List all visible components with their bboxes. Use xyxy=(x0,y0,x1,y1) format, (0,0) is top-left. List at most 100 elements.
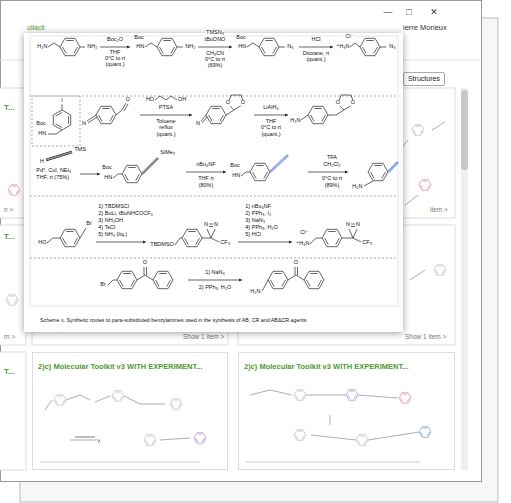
reagent-label: 3) NaN₃ xyxy=(245,218,265,224)
result-card: 2)c) Molecular Toolkit v3 WITH EXPERIMEN… xyxy=(32,352,228,470)
reagent-label: O xyxy=(226,100,231,106)
reagent-label: HN xyxy=(238,44,247,50)
reagent-label: N₃ xyxy=(287,44,294,50)
window-text: m > xyxy=(4,334,15,341)
window-text: T... xyxy=(4,368,15,376)
card-title: 2)c) Molecular Toolkit v3 WITH EXPERIMEN… xyxy=(38,363,222,371)
reagent-label: 2) BuLi, tBuNHCOCF₃ xyxy=(98,211,153,217)
reagent-label: CH₂Cl₂ xyxy=(323,162,341,168)
reagent-label: Cl⁻ xyxy=(345,34,354,40)
reagent-label: 4) TsCl xyxy=(98,225,116,231)
reagent-label: 0°C to rt xyxy=(205,57,226,63)
reagent-label: ⁺H₃N xyxy=(296,241,310,247)
result-card: 2)c) Molecular Toolkit v3 WITH EXPERIMEN… xyxy=(238,352,455,470)
reagent-label: 1) TBDMSCl xyxy=(98,204,129,210)
reagent-label: Br xyxy=(86,221,92,227)
reagent-label: N xyxy=(214,222,219,228)
reagent-label: CF₃ xyxy=(362,240,372,246)
reagent-label: H₂N xyxy=(290,118,301,124)
reagent-label: LiAlH₄ xyxy=(263,105,279,111)
reagent-label: Cl⁻ xyxy=(300,230,309,236)
reagent-label: H₂N xyxy=(250,289,261,295)
reagent-label: HO xyxy=(146,97,155,103)
scheme-caption: Scheme x. Synthetic routes to para-subst… xyxy=(40,318,306,323)
reagent-label: HO xyxy=(38,240,47,246)
reagent-label: tBuONO xyxy=(204,37,225,43)
reagent-label: (69%) xyxy=(207,63,222,69)
reagent-label: Boc₂O xyxy=(107,37,123,43)
reagent-label: O xyxy=(336,100,341,106)
reagent-label: Boc xyxy=(236,35,246,41)
window-text: T... xyxy=(4,233,15,241)
reagent-label: 2) PPh₃, I₂ xyxy=(245,211,271,217)
reagent-label: HN xyxy=(38,131,47,137)
card-title: 2)c) Molecular Toolkit v3 WITH EXPERIMEN… xyxy=(244,363,449,371)
reagent-label: (89%) xyxy=(324,183,339,189)
reagent-label: 4) PPh₃, H₂O xyxy=(245,225,278,231)
reagent-label: THF xyxy=(109,50,120,56)
window-text: □ xyxy=(406,8,411,17)
reagent-label: 3) NH₂OH xyxy=(98,218,123,224)
reagent-label: TBDMSO xyxy=(150,242,174,248)
reagent-label: (quant.) xyxy=(306,57,326,63)
reagent-label: HCl xyxy=(311,37,321,43)
window-text: ullacli xyxy=(27,24,45,31)
reagent-label: (80%) xyxy=(198,183,213,189)
reagent-label: PTSA xyxy=(159,105,174,111)
reagent-label: 5) HCl xyxy=(245,232,261,238)
reagent-label: HN xyxy=(104,175,113,181)
reagent-label: N xyxy=(196,121,201,127)
reagent-label: (quant.) xyxy=(156,132,176,138)
reagent-label: Pd⁰, CuI, NEt₃ xyxy=(36,168,72,174)
reagent-label: H₂N xyxy=(37,44,48,50)
reagent-label: I xyxy=(61,98,63,104)
reagent-label: TMS xyxy=(74,147,86,153)
reagent-label: (quant.) xyxy=(105,62,125,68)
reagent-label: O xyxy=(126,97,131,103)
reagent-label: Boc xyxy=(134,35,144,41)
reagent-label: H₂N xyxy=(352,184,363,190)
reagent-label: THF, rt (75%) xyxy=(36,175,69,181)
reagent-label: O xyxy=(143,260,148,266)
toolbar-button: Structures xyxy=(403,72,445,86)
reagent-label: TFA xyxy=(327,155,338,161)
reagent-label: Dioxane, rt xyxy=(302,51,329,57)
reagent-label: ⁺H₃N xyxy=(336,44,350,50)
reagent-label: THF xyxy=(265,119,276,125)
reagent-label: Boc xyxy=(230,163,240,169)
reagent-label: reflux xyxy=(159,125,173,131)
reagent-label: N xyxy=(204,222,209,228)
window-text: item > xyxy=(430,207,448,214)
window-text: n > xyxy=(4,207,13,214)
reagent-label: H xyxy=(40,159,45,165)
reagent-label: (quant.) xyxy=(261,132,281,138)
window-text: ierre Morieux xyxy=(403,24,447,32)
reagent-label: N xyxy=(82,121,87,127)
reagent-label: 1) NaN₃ xyxy=(205,270,225,276)
reagent-label: OH xyxy=(178,97,187,103)
reagent-label: NH₂ xyxy=(87,44,98,50)
reagent-label: NH₂ xyxy=(185,44,196,50)
reagent-label: THF rt xyxy=(198,176,214,182)
reagent-label: Boc xyxy=(102,165,112,171)
reagent-label: N xyxy=(346,222,351,228)
reagent-label: 0°C to rt xyxy=(105,56,126,62)
reagent-label: SiMe₃ xyxy=(160,150,175,156)
reagent-label: HN xyxy=(232,173,241,179)
reagent-label: O xyxy=(294,260,299,266)
reagent-label: CF₃ xyxy=(220,240,230,246)
reagent-label: 2) PPh₃, H₂O xyxy=(198,285,231,291)
reagent-label: CH₃CN xyxy=(206,51,225,57)
reagent-label: O xyxy=(241,100,246,106)
reagent-label: N xyxy=(356,222,361,228)
window-text: — xyxy=(384,8,393,17)
reagent-label: N₃ xyxy=(389,44,396,50)
window-text: Show 1 item > xyxy=(405,334,446,341)
reagent-label: 5) NH₃ (liq.) xyxy=(98,232,127,238)
reagent-label: 1) nBu₄NF xyxy=(245,204,271,210)
window-text: T... xyxy=(4,104,15,112)
reagent-label: HN xyxy=(136,44,145,50)
reagent-label: 0°C to rt xyxy=(261,125,282,131)
reagent-label: TMSN₃ xyxy=(206,30,224,36)
